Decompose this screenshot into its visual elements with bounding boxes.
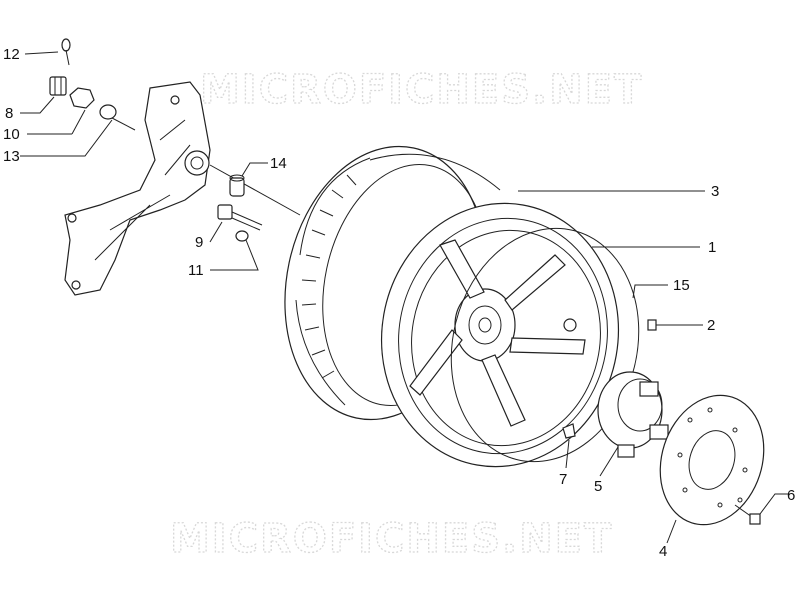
callout-13: 13 [3, 148, 20, 165]
callout-5: 5 [594, 478, 602, 495]
castle-nut [49, 76, 67, 96]
watermark-top: MICROFICHES.NET [200, 67, 643, 113]
swingarm-bracket [64, 81, 211, 296]
bolt [217, 204, 263, 231]
leader-lines [20, 51, 790, 544]
callout-14: 14 [270, 155, 287, 172]
spacer [99, 104, 136, 131]
callout-15: 15 [673, 277, 690, 294]
callout-6: 6 [787, 487, 795, 504]
bushing [229, 174, 245, 197]
callout-10: 10 [3, 126, 20, 143]
callout-12: 12 [3, 46, 20, 63]
brake-hub [597, 371, 669, 458]
o-ring [450, 227, 640, 463]
washer [235, 230, 249, 242]
axle-line [209, 164, 301, 216]
screw [647, 319, 668, 331]
callout-9: 9 [195, 234, 203, 251]
disc-bolt [734, 504, 761, 525]
callout-3: 3 [711, 183, 719, 200]
brake-disc [659, 394, 765, 526]
valve [562, 423, 576, 439]
hex-nut [69, 87, 95, 109]
callout-8: 8 [5, 105, 13, 122]
wheel-rim [380, 202, 620, 468]
callout-1: 1 [708, 239, 716, 256]
watermark-bottom: MICROFICHES.NET [170, 516, 613, 562]
callout-11: 11 [188, 262, 204, 279]
cotter-pin [61, 38, 71, 66]
callout-4: 4 [659, 543, 667, 560]
callout-2: 2 [707, 317, 715, 334]
callout-7: 7 [559, 471, 567, 488]
